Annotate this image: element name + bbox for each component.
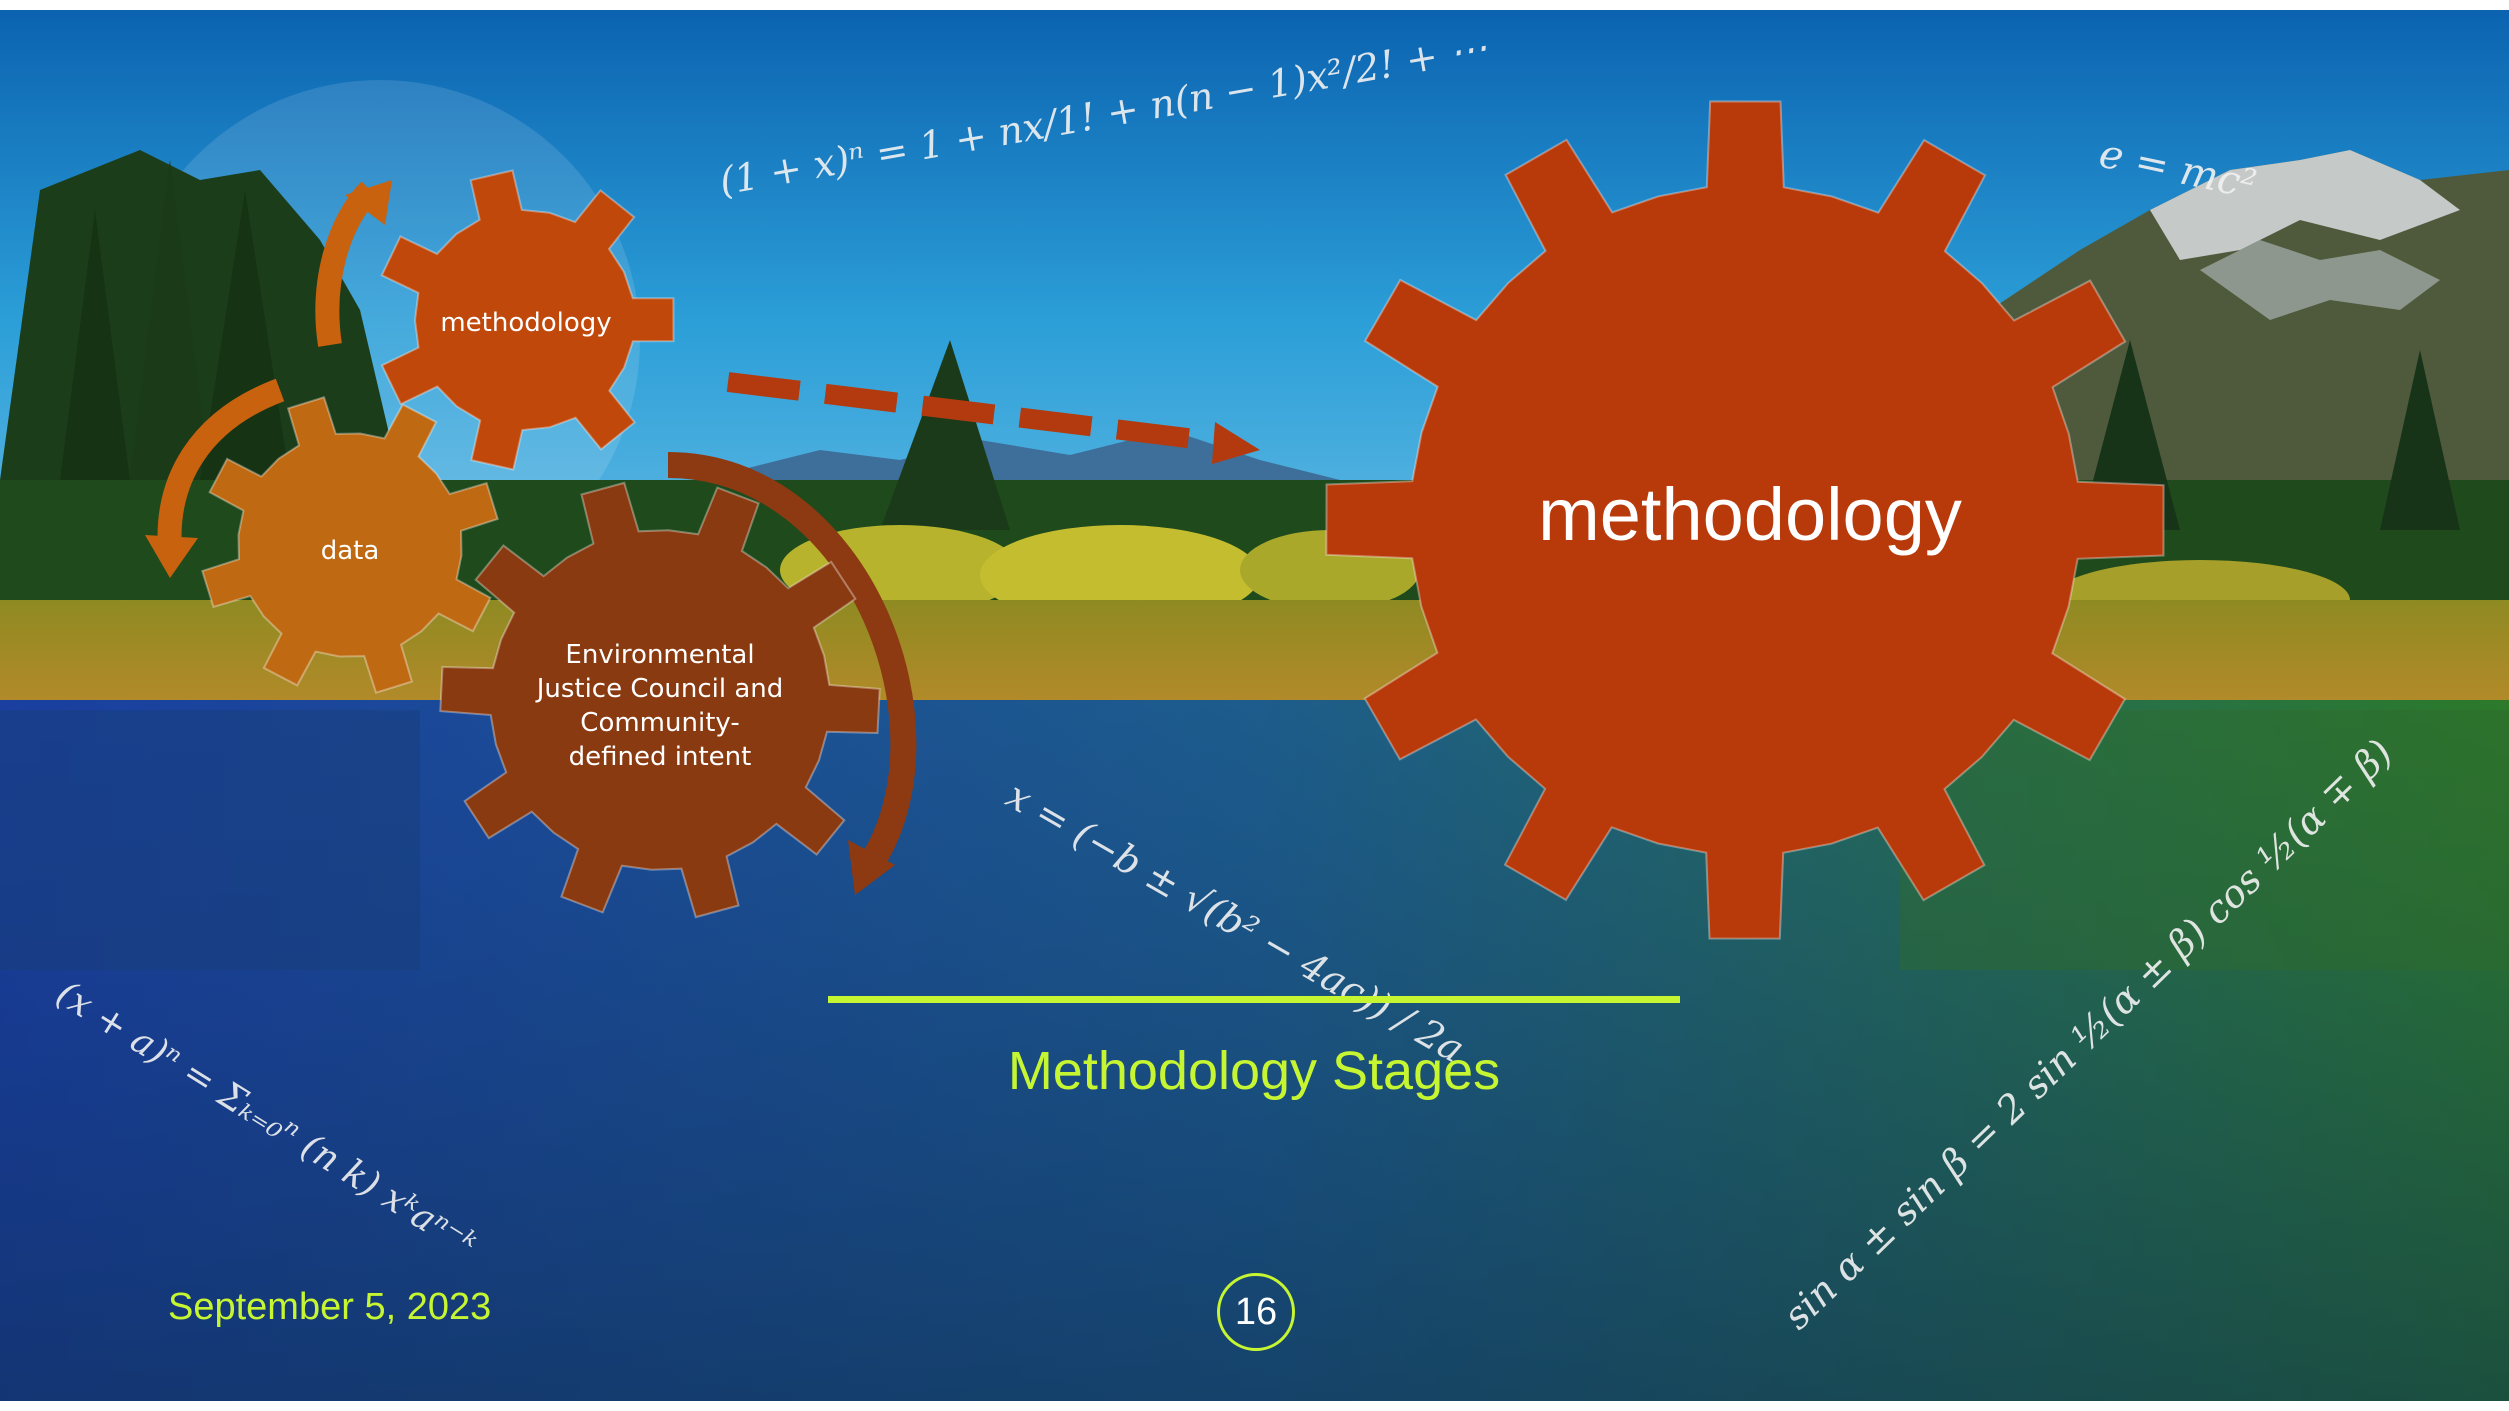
curved-arrow-icon [667, 452, 917, 873]
diagram-layer [145, 100, 2165, 940]
gear-icon-data [201, 396, 499, 694]
slide: methodology data Environmental Justice C… [0, 10, 2509, 1401]
curved-arrow-head-icon [848, 840, 895, 895]
curved-arrow-head-icon [345, 180, 392, 225]
gear-label-methodology-small: methodology [440, 308, 612, 338]
gear-label-ejc-line2: Justice Council and [536, 674, 784, 704]
curved-arrow-icon [315, 181, 379, 347]
gear-label-methodology-large: methodology [1538, 473, 1962, 556]
page-number-badge: 16 [1217, 1273, 1295, 1351]
curved-arrow-head-icon [145, 535, 198, 578]
curved-arrow-icon [157, 378, 285, 551]
dashed-arrow-head-icon [1212, 422, 1260, 464]
caption-rule [828, 996, 1680, 1003]
gear-icon-methodology-large [1325, 100, 2165, 940]
gear-label-ejc: Environmental Justice Council and Commun… [520, 638, 800, 774]
gear-label-data: data [320, 536, 380, 566]
gear-label-ejc-line3: Community- [580, 708, 740, 738]
gear-label-ejc-line4: defined intent [568, 742, 752, 772]
gear-label-ejc-line1: Environmental [565, 640, 755, 670]
gear-icon-ejc [439, 481, 881, 919]
slide-caption: Methodology Stages [1007, 1041, 1501, 1101]
slide-date: September 5, 2023 [168, 1286, 492, 1328]
dashed-arrow-icon [726, 372, 1222, 452]
gear-icon-methodology-small [380, 169, 675, 471]
